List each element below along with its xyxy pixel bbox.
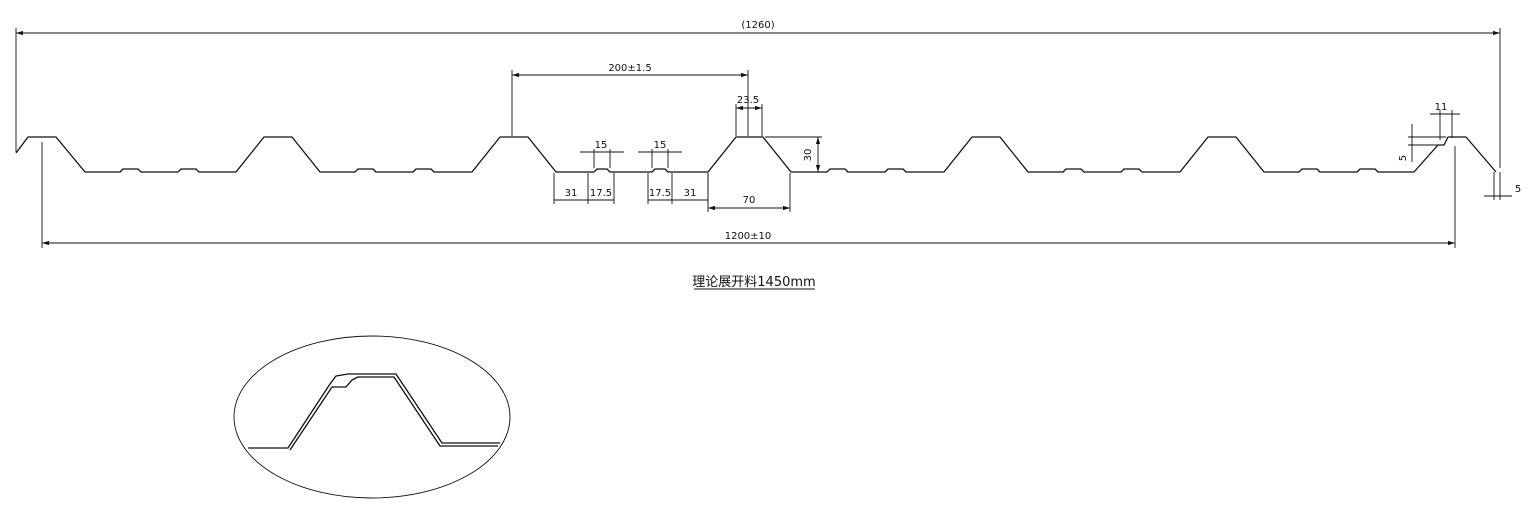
dim-rib-base-label: 70 (743, 195, 756, 206)
dim-edge-top-label: 11 (1435, 102, 1448, 113)
dim-overall-width-label: (1260) (741, 20, 774, 31)
detail-view (233, 335, 511, 499)
detail-profile-outer (248, 373, 500, 449)
dim-edge-height: 5 (1398, 124, 1446, 162)
dim-edge-height-label: 5 (1398, 155, 1409, 161)
dim-overall-width: (1260) (15, 20, 1501, 168)
dim-pan-segments: 31 17.5 17.5 31 (553, 173, 709, 204)
dim-pitch: 200±1.5 (511, 63, 749, 136)
dim-rib-top-label: 23.5 (737, 95, 759, 106)
sheet-profile (15, 136, 1497, 173)
dim-cover-width-label: 1200±10 (725, 231, 772, 242)
dim-rib-height: 30 (765, 136, 822, 173)
blank-width-note: 理论展开料1450mm (692, 275, 815, 290)
blank-width-note-text: 理论展开料1450mm (692, 275, 815, 290)
detail-profile-inner (289, 376, 498, 451)
dim-pitch-label: 200±1.5 (608, 63, 651, 74)
dim-edge-lip-label: 5 (1515, 184, 1521, 195)
dim-edge-lip: 5 (1484, 172, 1521, 200)
dim-rib-base: 70 (707, 173, 791, 212)
dim-stiffener-a-label: 15 (595, 140, 608, 151)
dim-pan-left-label: 31 (565, 188, 578, 199)
dim-pan-right-label: 31 (684, 188, 697, 199)
dim-rib-top: 23.5 (735, 95, 763, 136)
dim-stiffener-a: 15 (580, 140, 624, 168)
dim-stiffener-b: 15 (638, 140, 682, 168)
dim-edge-top: 11 (1430, 102, 1460, 140)
dim-cover-width: 1200±10 (41, 142, 1456, 248)
dim-pan-right2-label: 17.5 (649, 188, 671, 199)
dim-pan-left2-label: 17.5 (590, 188, 612, 199)
dim-rib-height-label: 30 (803, 149, 814, 162)
detail-ellipse (233, 335, 511, 499)
dim-stiffener-b-label: 15 (654, 140, 667, 151)
